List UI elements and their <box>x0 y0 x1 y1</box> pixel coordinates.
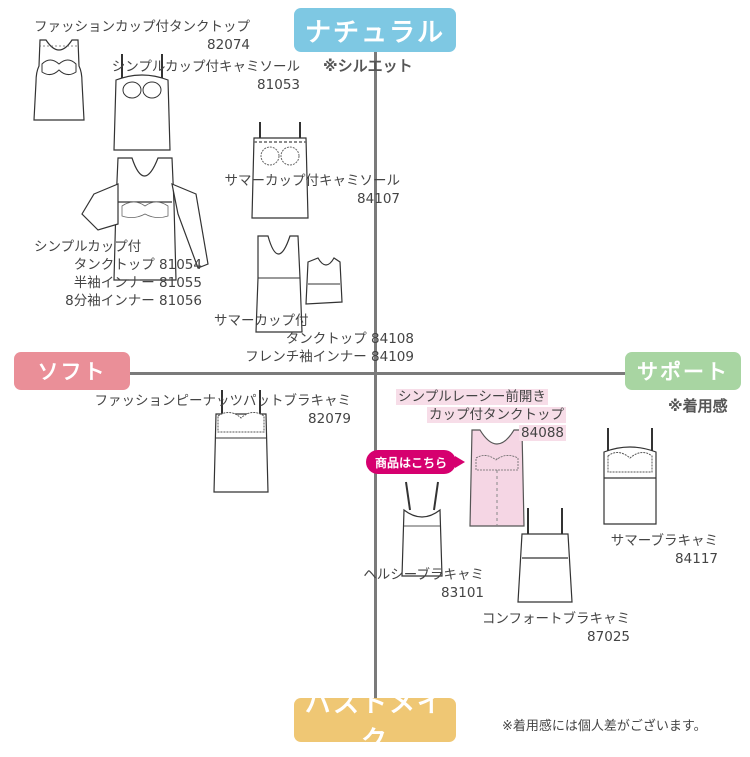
footnote: ※着用感には個人差がございます。 <box>502 719 707 734</box>
garment-82074-image[interactable] <box>30 38 88 122</box>
product-name: 8分袖インナー 81056 <box>65 293 202 309</box>
product-label-81054-81055-81056[interactable]: シンプルカップ付 タンクトップ 81054 半袖インナー 81055 8分袖イン… <box>34 238 202 310</box>
garment-81053-image[interactable] <box>110 52 174 152</box>
product-name: シンプルカップ付 <box>34 239 142 255</box>
product-name: サマーカップ付キャミソール <box>224 173 401 189</box>
garment-84107-image[interactable] <box>248 120 312 220</box>
product-label-87025[interactable]: コンフォートブラキャミ 87025 <box>464 610 630 646</box>
product-name: シンプルレーシー前開き <box>396 389 548 405</box>
garment-81054-set-image[interactable] <box>78 154 213 284</box>
product-name: ファッションピーナッツパットブラキャミ <box>94 393 352 409</box>
axis-note-wear-feel: ※着用感 <box>668 397 728 415</box>
garment-84088-image[interactable] <box>466 428 528 528</box>
product-label-81053[interactable]: シンプルカップ付キャミソール 81053 <box>90 58 300 94</box>
horizontal-axis <box>125 372 627 375</box>
shop-now-button[interactable]: 商品はこちら <box>366 450 465 474</box>
product-name: タンクトップ 81054 <box>73 257 202 273</box>
product-name: コンフォートブラキャミ <box>481 611 630 627</box>
product-label-84088[interactable]: シンプルレーシー前開き カップ付タンクトップ 84088 <box>396 388 566 442</box>
product-name: カップ付タンクトップ <box>427 407 566 423</box>
product-name: サマーブラキャミ <box>610 533 718 549</box>
axis-note-silhouette: ※シルエット <box>323 57 413 75</box>
product-code: 84088 <box>519 425 566 441</box>
garment-82079-image[interactable] <box>210 388 272 494</box>
garment-83101-image[interactable] <box>396 480 448 578</box>
product-name: フレンチ袖インナー 84109 <box>245 349 414 365</box>
product-code: 84117 <box>675 551 718 567</box>
axis-label-bust-make: バストメイク <box>294 689 456 756</box>
product-label-84117[interactable]: サマーブラキャミ 84117 <box>598 532 718 568</box>
product-code: 84107 <box>357 191 400 207</box>
product-code: 87025 <box>587 629 630 645</box>
product-name: ヘルシーブラキャミ <box>363 567 484 583</box>
product-label-82079[interactable]: ファッションピーナッツパットブラキャミ 82079 <box>66 392 352 428</box>
garment-84108-set-image[interactable] <box>252 232 344 336</box>
product-label-82074[interactable]: ファッションカップ付タンクトップ 82074 <box>10 18 250 54</box>
product-code: 81053 <box>257 77 300 93</box>
axis-label-soft: ソフト <box>14 352 130 390</box>
axis-label-natural: ナチュラル <box>294 8 456 52</box>
product-code: 82079 <box>308 411 351 427</box>
product-label-84107[interactable]: サマーカップ付キャミソール 84107 <box>206 172 401 208</box>
product-label-83101[interactable]: ヘルシーブラキャミ 83101 <box>346 566 484 602</box>
product-name: 半袖インナー 81055 <box>73 275 202 291</box>
product-code: 82074 <box>207 37 250 53</box>
product-name: シンプルカップ付キャミソール <box>111 59 300 75</box>
garment-87025-image[interactable] <box>514 506 576 604</box>
product-code: 83101 <box>441 585 484 601</box>
product-name: サマーカップ付 <box>214 313 309 329</box>
garment-84117-image[interactable] <box>600 426 660 526</box>
product-name: ファッションカップ付タンクトップ <box>34 19 250 35</box>
axis-label-support: サポート <box>625 352 741 390</box>
product-name: タンクトップ 84108 <box>285 331 414 347</box>
product-label-84108-84109[interactable]: サマーカップ付 タンクトップ 84108 フレンチ袖インナー 84109 <box>214 312 414 366</box>
